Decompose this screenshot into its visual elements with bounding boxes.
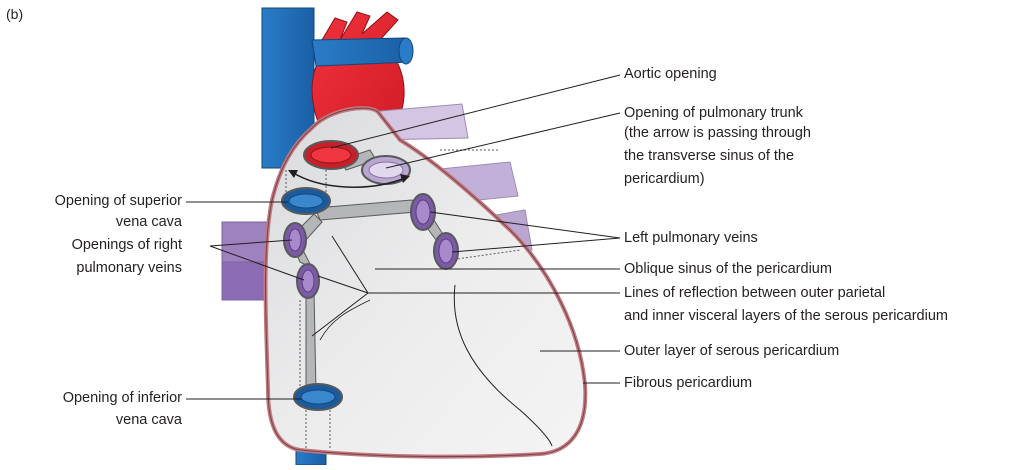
svc-opening xyxy=(282,188,330,214)
label-right-pulmonary-veins-line-2: pulmonary veins xyxy=(76,259,182,278)
label-svc-line-2: vena cava xyxy=(116,213,182,232)
label-pulmonary-trunk-line-2: (the arrow is passing through xyxy=(624,124,811,143)
label-pulmonary-trunk: Opening of pulmonary trunk xyxy=(624,104,803,123)
label-reflection-lines: Lines of reflection between outer pariet… xyxy=(624,284,885,303)
pulmonary-artery-branch xyxy=(312,38,410,66)
label-pulmonary-trunk-line-4: pericardium) xyxy=(624,170,705,189)
label-ivc-line-2: vena cava xyxy=(116,411,182,430)
label-fibrous-pericardium: Fibrous pericardium xyxy=(624,374,752,393)
label-outer-serous-layer: Outer layer of serous pericardium xyxy=(624,342,839,361)
label-ivc: Opening of inferior xyxy=(63,389,182,408)
label-left-pulmonary-veins: Left pulmonary veins xyxy=(624,229,758,248)
ivc-opening xyxy=(294,384,342,410)
panel-label: (b) xyxy=(6,6,23,22)
label-oblique-sinus: Oblique sinus of the pericardium xyxy=(624,260,832,279)
label-aortic-opening: Aortic opening xyxy=(624,65,717,84)
aortic-opening xyxy=(304,141,358,169)
label-right-pulmonary-veins: Openings of right xyxy=(72,236,182,255)
label-reflection-lines-line-2: and inner visceral layers of the serous … xyxy=(624,307,948,326)
label-svc: Opening of superior xyxy=(55,192,182,211)
label-pulmonary-trunk-line-3: the transverse sinus of the xyxy=(624,147,794,166)
